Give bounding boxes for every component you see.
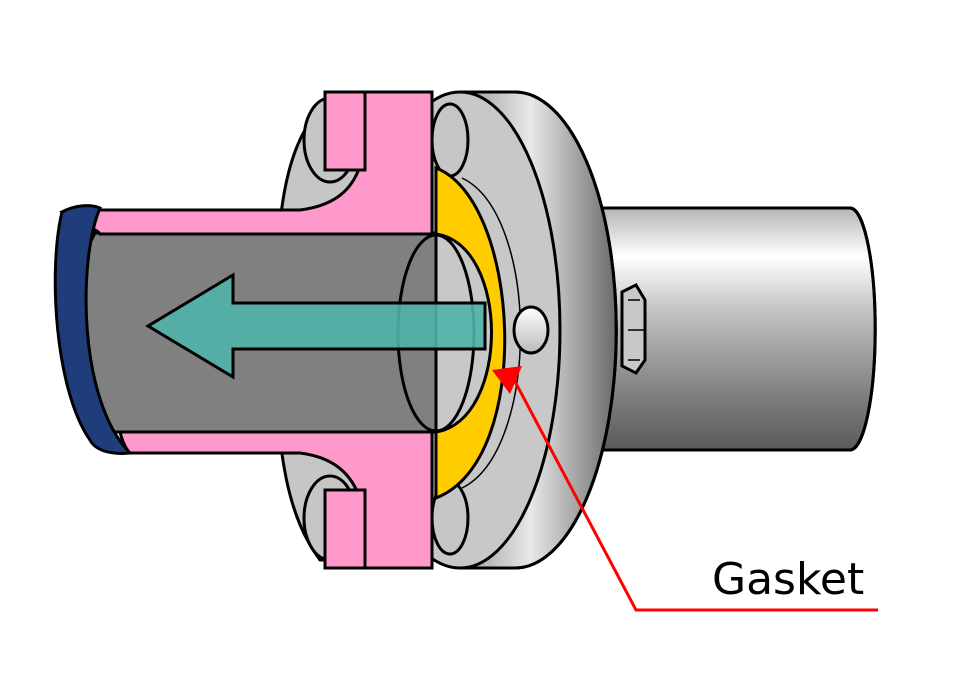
gasket (434, 165, 507, 501)
pipe-end-cut (53, 204, 134, 455)
bolt-front (512, 305, 550, 355)
left-flange-section-top (59, 90, 434, 236)
bolt-heads-section (323, 90, 367, 570)
left-flange-section-bottom (118, 430, 434, 570)
gasket-leader (492, 366, 878, 612)
gasket-label: Gasket (712, 554, 864, 605)
right-pipe (598, 206, 877, 452)
arrow-left-icon (145, 272, 487, 380)
nut-right (620, 283, 647, 375)
